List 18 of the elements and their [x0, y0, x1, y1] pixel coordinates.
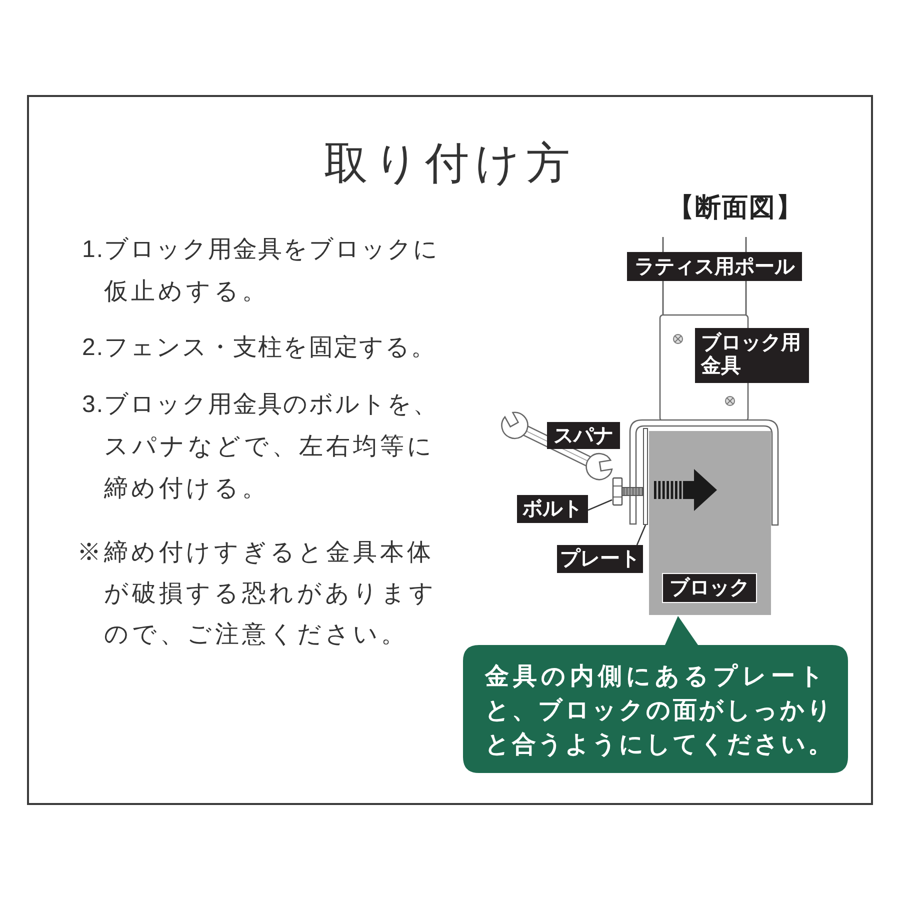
part-label: スパナ	[547, 422, 620, 449]
instruction-text: 金具の内側にあるプレートと、ブロックの面がしっかりと合うようにしてください。	[485, 662, 835, 760]
part-label: ブロック用金具	[695, 328, 809, 383]
step-text: 3.ブロック用金具のボルトを、スパナなどで、左右均等に締め付ける。	[82, 390, 440, 504]
part-label: ブロック	[662, 573, 757, 603]
plate	[643, 428, 648, 525]
title: 取り付け方	[324, 138, 576, 190]
step-text: 1.ブロック用金具をブロックに仮止めする。	[82, 235, 440, 307]
part-label: ラティス用ポール	[627, 252, 802, 281]
part-label: ボルト	[517, 495, 588, 523]
speech-bubble	[463, 616, 848, 773]
caution-note: ※締め付けすぎると金具本体が破損する恐れがありますので、ご注意ください。	[77, 538, 438, 650]
leader-line	[636, 524, 646, 546]
part-label: プレート	[557, 545, 643, 573]
leader-line	[588, 499, 612, 511]
section-heading: 【断面図】	[668, 192, 803, 222]
bolt	[612, 477, 643, 506]
step-text: 2.フェンス・支柱を固定する。	[82, 333, 438, 363]
